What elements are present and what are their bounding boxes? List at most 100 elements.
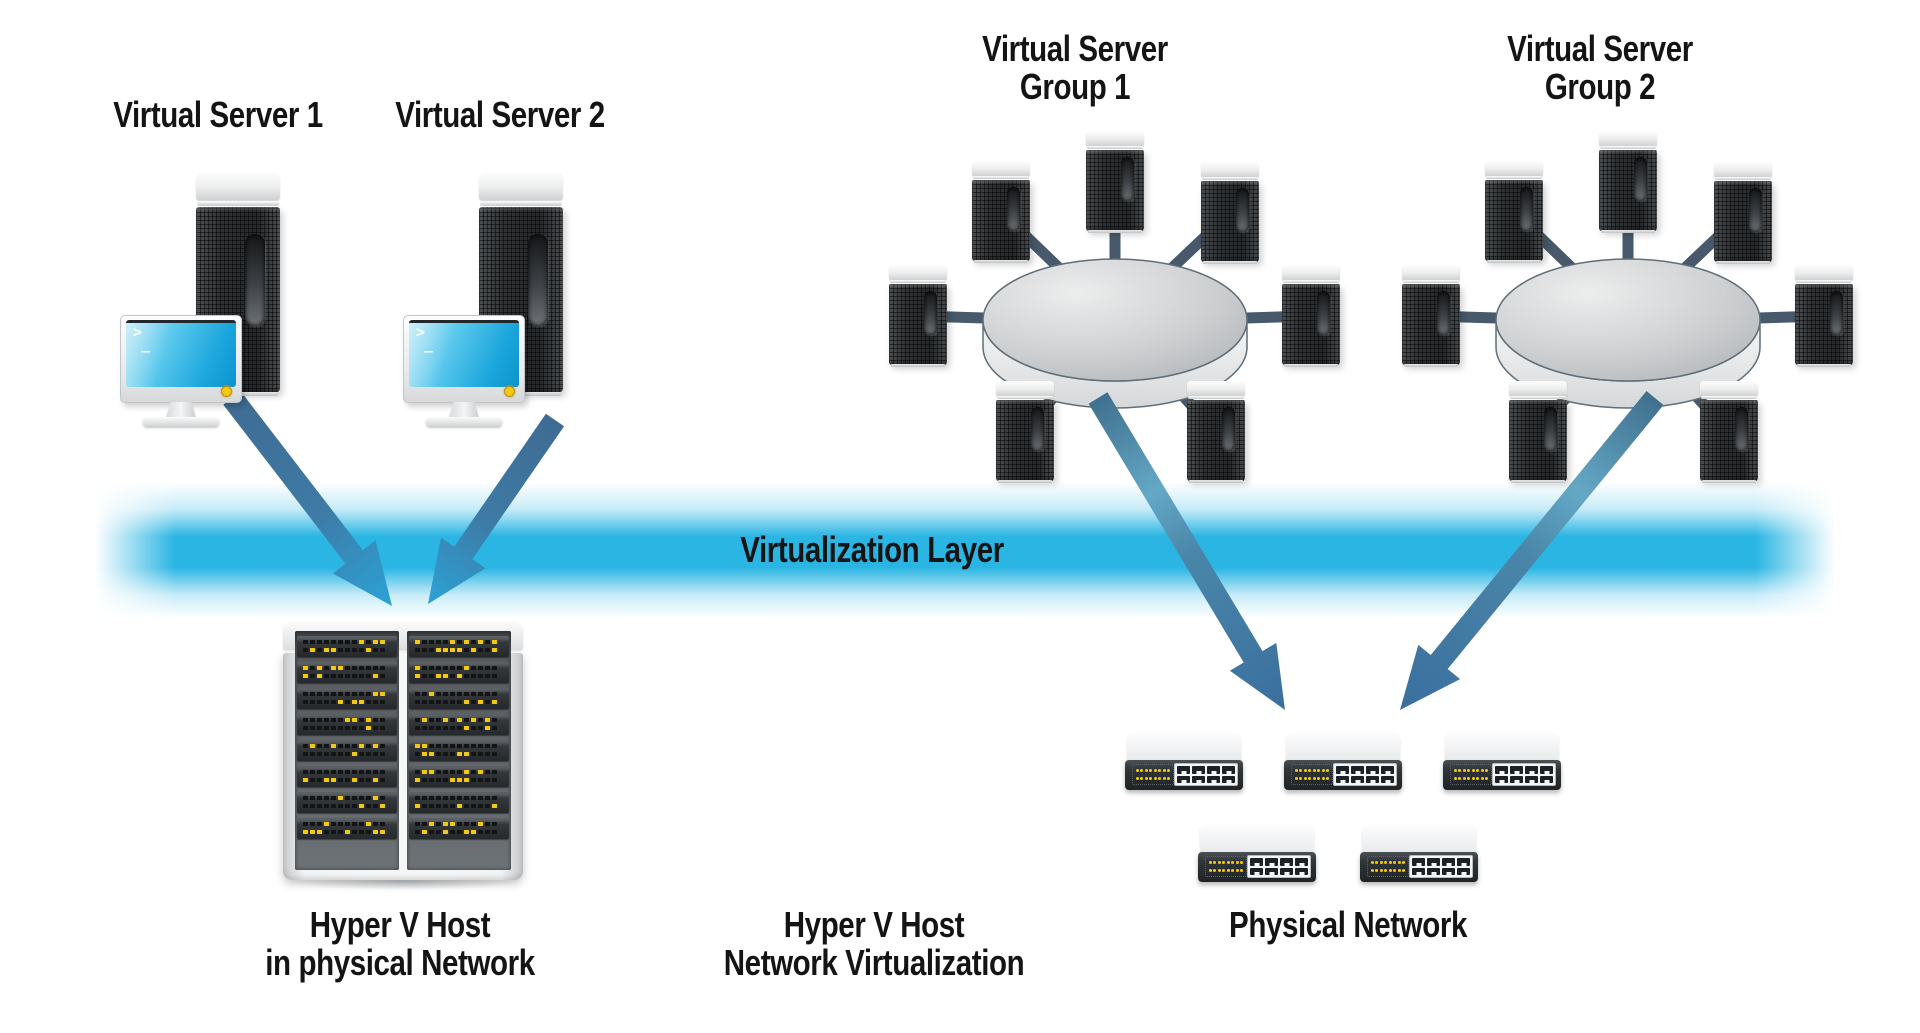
blade-led-off-icon — [324, 752, 329, 756]
power-led-icon — [504, 386, 515, 397]
terminal-prompt-icon: > _ — [416, 323, 434, 353]
blade-led-off-icon — [303, 692, 308, 696]
blade-led-on-icon — [373, 796, 378, 800]
group-server-icon — [1485, 161, 1543, 263]
blade-led-off-icon — [450, 830, 455, 834]
blade-led-off-icon — [352, 822, 357, 826]
blade-led-off-icon — [464, 804, 469, 808]
blade-led-row — [415, 718, 505, 722]
ethernet-port-icon — [1412, 858, 1425, 866]
blade-led-off-icon — [478, 718, 483, 722]
blade-led-on-icon — [492, 804, 497, 808]
blade-led-off-icon — [324, 804, 329, 808]
blade-led-on-icon — [303, 778, 308, 782]
switch-led-grid — [1291, 764, 1333, 785]
blade-led-off-icon — [324, 830, 329, 834]
switch-led-icon — [1384, 861, 1388, 865]
switch-led-icon — [1480, 769, 1484, 773]
blade-led-off-icon — [310, 692, 315, 696]
blade-led-off-icon — [457, 830, 462, 834]
group1-label-line1: Virtual Server — [982, 28, 1168, 69]
ethernet-port-icon — [1442, 858, 1455, 866]
blade-led-off-icon — [331, 796, 336, 800]
rack-blade — [409, 740, 509, 761]
blade-led-row — [415, 648, 505, 652]
blade-led-off-icon — [443, 804, 448, 808]
blade-led-off-icon — [478, 796, 483, 800]
blade-led-off-icon — [338, 640, 343, 644]
switch-led-icon — [1480, 776, 1484, 780]
blade-led-row — [303, 770, 393, 774]
blade-led-off-icon — [359, 752, 364, 756]
rack-blade — [409, 818, 509, 839]
blade-led-off-icon — [429, 726, 434, 730]
blade-led-off-icon — [373, 822, 378, 826]
ethernet-port-icon — [1381, 766, 1394, 774]
blade-led-on-icon — [485, 718, 490, 722]
switch-port-block — [1333, 763, 1397, 786]
ethernet-port-icon — [1540, 775, 1553, 783]
switch-led-icon — [1167, 769, 1171, 773]
blade-led-off-icon — [359, 770, 364, 774]
blade-led-on-icon — [492, 640, 497, 644]
blade-led-off-icon — [436, 718, 441, 722]
blade-led-off-icon — [359, 830, 364, 834]
group-server-icon — [1795, 265, 1853, 367]
blade-led-row — [303, 700, 393, 704]
blade-led-row — [415, 778, 505, 782]
hyperv-netvirt-label-line1: Hyper V Host — [783, 904, 965, 945]
blade-led-off-icon — [436, 692, 441, 696]
blade-led-off-icon — [352, 770, 357, 774]
blade-led-on-icon — [415, 640, 420, 644]
ethernet-port-icon — [1457, 867, 1470, 875]
blade-led-off-icon — [303, 648, 308, 652]
switch-led-icon — [1222, 861, 1226, 865]
switch-led-icon — [1294, 776, 1298, 780]
blade-led-off-icon — [373, 718, 378, 722]
rack-blade — [409, 662, 509, 683]
monitor-base — [426, 417, 502, 426]
blade-led-on-icon — [345, 830, 350, 834]
blade-led-off-icon — [303, 770, 308, 774]
blade-led-on-icon — [373, 744, 378, 748]
ethernet-port-icon — [1525, 775, 1538, 783]
blade-led-off-icon — [324, 674, 329, 678]
blade-led-on-icon — [422, 752, 427, 756]
ethernet-port-icon — [1351, 775, 1364, 783]
ethernet-port-icon — [1381, 775, 1394, 783]
blade-led-off-icon — [331, 804, 336, 808]
blade-led-off-icon — [429, 744, 434, 748]
blade-led-on-icon — [324, 822, 329, 826]
blade-led-off-icon — [380, 674, 385, 678]
blade-led-off-icon — [485, 640, 490, 644]
blade-led-on-icon — [443, 718, 448, 722]
blade-led-off-icon — [317, 726, 322, 730]
blade-led-row — [303, 822, 393, 826]
blade-led-off-icon — [450, 796, 455, 800]
switch-led-icon — [1158, 769, 1162, 773]
hyperv-physical-label-line2: in physical Network — [265, 942, 535, 983]
blade-led-off-icon — [324, 718, 329, 722]
blade-led-off-icon — [352, 726, 357, 730]
blade-led-row — [415, 666, 505, 670]
switch-led-icon — [1485, 769, 1489, 773]
blade-led-on-icon — [457, 674, 462, 678]
blade-led-off-icon — [436, 726, 441, 730]
blade-led-off-icon — [443, 752, 448, 756]
blade-led-off-icon — [450, 744, 455, 748]
blade-led-on-icon — [450, 648, 455, 652]
switch-led-icon — [1458, 769, 1462, 773]
ethernet-port-icon — [1427, 867, 1440, 875]
blade-led-off-icon — [478, 804, 483, 808]
switch-led-icon — [1485, 776, 1489, 780]
blade-led-off-icon — [492, 770, 497, 774]
switch-led-grid — [1132, 764, 1174, 785]
blade-led-off-icon — [345, 674, 350, 678]
blade-led-off-icon — [310, 726, 315, 730]
blade-led-off-icon — [429, 700, 434, 704]
blade-led-off-icon — [366, 744, 371, 748]
blade-led-off-icon — [345, 648, 350, 652]
blade-led-on-icon — [366, 648, 371, 652]
blade-led-off-icon — [324, 770, 329, 774]
blade-led-on-icon — [464, 726, 469, 730]
